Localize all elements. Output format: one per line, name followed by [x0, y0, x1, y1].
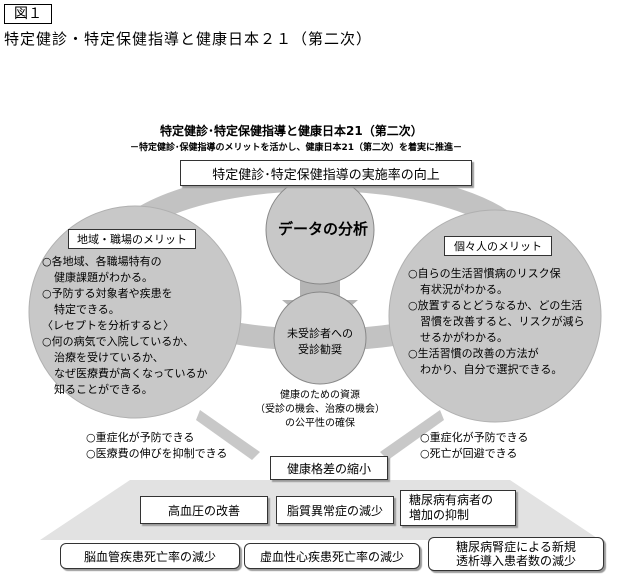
heart-disease-box: 虚血性心疾患死亡率の減少 — [244, 543, 420, 569]
right-merit-circle — [388, 209, 602, 423]
left-merit-line: 知ることができる。 — [54, 383, 153, 396]
right-merit-line: わかり、自分で選択できる。 — [420, 363, 563, 376]
right-merit-line: 有状況がわかる。 — [420, 283, 508, 296]
right-effect-item: ○死亡が回避できる — [420, 447, 518, 460]
implementation-rate-box: 特定健診･特定保健指導の実施率の向上 — [180, 160, 472, 186]
right-merit-line: 習慣を改善すると、リスクが減ら — [420, 315, 585, 328]
left-merit-line: ○何の病気で入院しているか、 — [42, 335, 195, 348]
lower-left-arrow — [196, 410, 260, 460]
left-effect-item: ○医療費の伸びを抑制できる — [86, 447, 228, 460]
right-merit-line: ○自らの生活習慣病のリスク保 — [408, 267, 561, 280]
right-merit-line: ○放置するとどうなるか、どの生活 — [408, 299, 583, 312]
left-merit-line: なぜ医療費が高くなっているか — [54, 367, 208, 380]
left-merit-line: 健康課題がわかる。 — [54, 271, 153, 284]
diagram-title: 特定健診･特定保健指導と健康日本21（第二次） — [160, 124, 423, 138]
right-merit-list: ○自らの生活習慣病のリスク保 有状況がわかる。 ○放置するとどうなるか、どの生活… — [408, 266, 585, 378]
right-merit-line: せるかがわかる。 — [420, 331, 508, 344]
left-merit-line: 〈レセプトを分析すると〉 — [42, 319, 174, 332]
left-merit-line: 特定できる。 — [54, 303, 120, 316]
dialysis-line-2: 透析導入患者数の減少 — [455, 554, 576, 568]
health-gap-box: 健康格差の縮小 — [270, 456, 388, 480]
left-merit-list: ○各地域、各職場特有の 健康課題がわかる。 ○予防する対象者や疾患を 特定できる… — [42, 254, 207, 398]
resources-line-2: （受診の機会、治療の機会） — [255, 404, 385, 415]
hypertension-box: 高血圧の改善 — [140, 496, 268, 524]
diabetes-line-1: 糖尿病有病者の — [409, 493, 494, 507]
diabetes-line-2: 増加の抑制 — [409, 508, 470, 522]
unexamined-circle — [273, 291, 367, 385]
left-merit-line: 治療を受けているか、 — [54, 351, 164, 364]
right-merit-title: 個々人のメリット — [444, 236, 552, 256]
figure-label: 図１ — [4, 4, 52, 24]
left-effect-item: ○重症化が予防できる — [86, 431, 195, 444]
right-merit-line: ○生活習慣の改善の方法が — [408, 347, 539, 360]
unexamined-label-1: 未受診者への — [287, 327, 353, 340]
left-merit-circle — [28, 205, 242, 419]
left-merit-line: ○各地域、各職場特有の — [42, 255, 162, 268]
data-analysis-label: データの分析 — [278, 220, 369, 238]
right-effects: ○重症化が予防できる ○死亡が回避できる — [420, 430, 528, 462]
right-effect-item: ○重症化が予防できる — [420, 431, 529, 444]
lower-right-arrow — [380, 410, 444, 460]
stroke-box: 脳血管疾患死亡率の減少 — [60, 543, 240, 569]
left-merit-title: 地域・職場のメリット — [68, 229, 196, 249]
dialysis-line-1: 糖尿病腎症による新規 — [456, 540, 576, 554]
figure-title: 特定健診・特定保健指導と健康日本２１（第二次） — [4, 30, 373, 48]
resources-line-1: 健康のための資源 — [280, 390, 360, 401]
diagram-subtitle: －特定健診･保健指導のメリットを活かし、健康日本21（第二次）を着実に推進－ — [130, 143, 463, 153]
dialysis-box: 糖尿病腎症による新規 透析導入患者数の減少 — [428, 537, 604, 571]
resources-line-3: の公平性の確保 — [285, 418, 355, 429]
diabetes-box: 糖尿病有病者の 増加の抑制 — [400, 490, 516, 526]
unexamined-label-2: 受診勧奨 — [298, 343, 342, 356]
left-effects: ○重症化が予防できる ○医療費の伸びを抑制できる — [86, 430, 227, 462]
left-merit-line: ○予防する対象者や疾患を — [42, 287, 173, 300]
dyslipidemia-box: 脂質異常症の減少 — [276, 496, 394, 524]
